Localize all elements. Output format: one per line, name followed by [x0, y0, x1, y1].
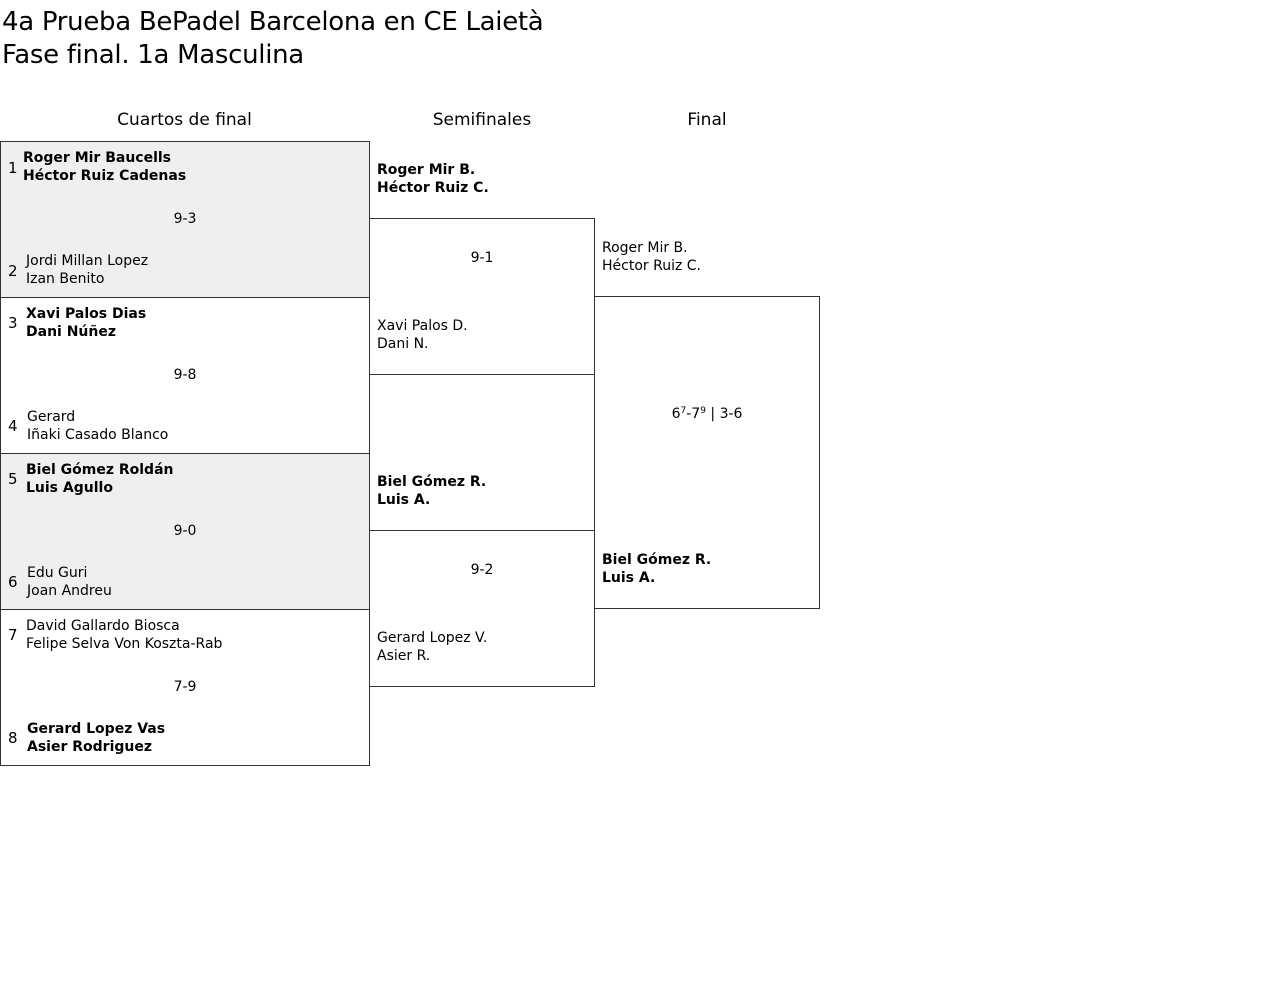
player-name: Gerard	[27, 409, 76, 425]
quarterfinal-match-2[interactable]: 3 Xavi Palos Dias Dani Núñez 9-8 4 Gerar…	[0, 297, 370, 454]
quarterfinal-match-3[interactable]: 5 Biel Gómez Roldán Luis Agullo 9-0 6 Ed…	[0, 453, 370, 610]
player-name: Izan Benito	[26, 271, 105, 287]
seed-number: 6	[8, 573, 18, 591]
semifinal-1-team-bottom: Xavi Palos D. Dani N.	[377, 317, 468, 353]
player-name: Felipe Selva Von Koszta-Rab	[26, 636, 223, 652]
player-name: Gerard Lopez Vas	[27, 721, 166, 737]
team-top: Roger Mir Baucells Héctor Ruiz Cadenas	[23, 149, 186, 185]
quarterfinal-match-4[interactable]: 7 David Gallardo Biosca Felipe Selva Von…	[0, 609, 370, 766]
seed-number: 3	[8, 314, 18, 332]
player-name: Iñaki Casado Blanco	[27, 427, 169, 443]
set2-score: 3-6	[719, 406, 743, 422]
player-name: Héctor Ruiz C.	[377, 180, 489, 196]
semifinal-2-team-top: Biel Gómez R. Luis A.	[377, 473, 486, 509]
player-name: Dani N.	[377, 336, 429, 352]
set1-separator: -	[686, 406, 692, 422]
seed-number: 8	[8, 729, 18, 747]
team-bottom: Edu Guri Joan Andreu	[27, 564, 112, 600]
player-name: Biel Gómez R.	[602, 552, 712, 568]
semifinal-match-1[interactable]: 9-1 Xavi Palos D. Dani N.	[369, 218, 595, 375]
player-name: Edu Guri	[27, 565, 88, 581]
semifinal-match-2[interactable]: 9-2 Gerard Lopez V. Asier R.	[369, 530, 595, 687]
semifinal-1-team-top: Roger Mir B. Héctor Ruiz C.	[377, 161, 489, 197]
match-score: 9-0	[173, 523, 197, 539]
player-name: Asier Rodriguez	[27, 739, 152, 755]
set1-team-b: 7	[691, 406, 701, 422]
semifinal-2-team-bottom: Gerard Lopez V. Asier R.	[377, 629, 487, 665]
team-bottom: Jordi Millan Lopez Izan Benito	[26, 252, 148, 288]
set-divider: |	[705, 406, 720, 422]
match-score: 9-1	[470, 250, 494, 266]
set1-team-a: 6	[671, 406, 681, 422]
player-name: Xavi Palos Dias	[26, 306, 147, 322]
set1-team-b-tiebreak: 9	[700, 406, 706, 416]
player-name: Joan Andreu	[27, 583, 112, 599]
match-score: 9-3	[173, 211, 197, 227]
player-name: Héctor Ruiz Cadenas	[23, 168, 187, 184]
final-score: 67-79 | 3-6	[595, 405, 819, 423]
player-name: Luis A.	[377, 492, 431, 508]
player-name: Dani Núñez	[26, 324, 117, 340]
player-name: Jordi Millan Lopez	[26, 253, 149, 269]
player-name: Asier R.	[377, 648, 431, 664]
player-name: Héctor Ruiz C.	[602, 258, 701, 274]
seed-number: 2	[8, 262, 18, 280]
round-header-quarterfinals: Cuartos de final	[117, 110, 252, 130]
seed-number: 1	[8, 159, 18, 177]
quarterfinal-match-1[interactable]: 1 Roger Mir Baucells Héctor Ruiz Cadenas…	[0, 141, 370, 298]
round-header-final: Final	[687, 110, 727, 130]
set1-team-a-tiebreak: 7	[680, 406, 687, 416]
match-score: 9-2	[470, 562, 494, 578]
player-name: Luis A.	[602, 570, 656, 586]
player-name: Roger Mir B.	[377, 162, 476, 178]
final-team-bottom: Biel Gómez R. Luis A.	[602, 551, 711, 587]
player-name: Luis Agullo	[26, 480, 113, 496]
player-name: Gerard Lopez V.	[377, 630, 488, 646]
player-name: Xavi Palos D.	[377, 318, 468, 334]
team-top: Biel Gómez Roldán Luis Agullo	[26, 461, 174, 497]
player-name: Biel Gómez R.	[377, 474, 487, 490]
player-name: Roger Mir Baucells	[23, 150, 172, 166]
final-match[interactable]: 67-79 | 3-6 Biel Gómez R. Luis A.	[594, 296, 820, 609]
seed-number: 5	[8, 470, 18, 488]
team-top: Xavi Palos Dias Dani Núñez	[26, 305, 146, 341]
round-header-semifinals: Semifinales	[432, 110, 532, 130]
team-top: David Gallardo Biosca Felipe Selva Von K…	[26, 617, 222, 653]
tournament-name: 4a Prueba BePadel Barcelona en CE Laietà	[2, 7, 544, 37]
player-name: David Gallardo Biosca	[26, 618, 180, 634]
draw-phase: Fase final. 1a Masculina	[2, 40, 304, 70]
player-name: Biel Gómez Roldán	[26, 462, 174, 478]
seed-number: 7	[8, 626, 18, 644]
match-score: 9-8	[173, 367, 197, 383]
team-bottom: Gerard Iñaki Casado Blanco	[27, 408, 168, 444]
page-title: 4a Prueba BePadel Barcelona en CE Laietà…	[2, 6, 544, 72]
player-name: Roger Mir B.	[602, 240, 688, 256]
team-bottom: Gerard Lopez Vas Asier Rodriguez	[27, 720, 165, 756]
final-team-top: Roger Mir B. Héctor Ruiz C.	[602, 239, 701, 275]
match-score: 7-9	[173, 679, 197, 695]
seed-number: 4	[8, 417, 18, 435]
